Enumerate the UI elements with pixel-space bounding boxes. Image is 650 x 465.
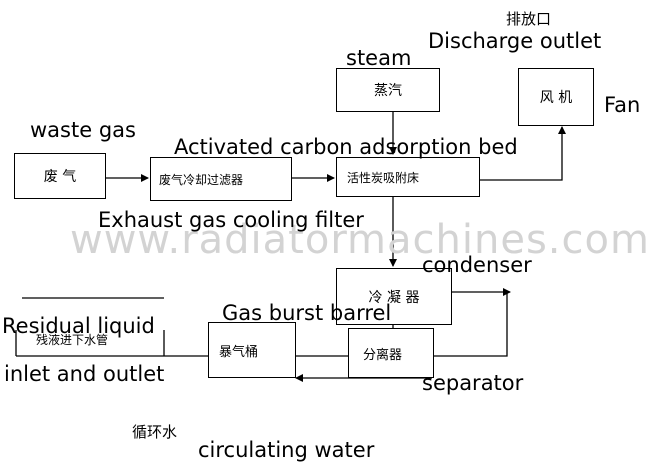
box-fan-text: 风 机	[539, 90, 573, 106]
box-gas-burst-barrel: 暴气桶	[208, 322, 296, 378]
label-cooling-filter-en: Exhaust gas cooling filter	[98, 208, 364, 232]
box-steam-text: 蒸汽	[374, 83, 402, 99]
label-discharge-cn: 排放口	[506, 10, 552, 28]
arrow-bed-to-fan	[480, 126, 566, 181]
label-residual-en-2: inlet and outlet	[4, 362, 165, 386]
box-separator: 分离器	[348, 328, 434, 378]
box-cooling-filter: 废气冷却过滤器	[150, 157, 292, 201]
label-circulating-en: circulating water	[198, 438, 375, 462]
label-separator-en: separator	[422, 371, 524, 395]
box-adsorption-bed-text: 活性炭吸附床	[347, 170, 420, 185]
label-gas-burst-en: Gas burst barrel	[222, 301, 392, 325]
box-steam: 蒸汽	[336, 68, 440, 112]
watermark: www.radiatormachines.com	[70, 217, 650, 263]
label-waste-gas-en: waste gas	[30, 118, 136, 142]
label-fan-en: Fan	[604, 93, 641, 117]
box-gas-burst-barrel-text: 暴气桶	[219, 344, 259, 360]
box-residual-liquid-text: 残液进下水管	[36, 333, 109, 347]
box-fan: 风 机	[518, 68, 594, 126]
box-separator-text: 分离器	[363, 347, 403, 363]
label-discharge-en: Discharge outlet	[428, 29, 602, 53]
circulating-loop	[16, 292, 508, 357]
box-cooling-filter-text: 废气冷却过滤器	[159, 172, 244, 187]
box-condenser-text: 冷 凝 器	[368, 289, 420, 306]
label-adsorption-en: Activated carbon adsorption bed	[174, 135, 518, 159]
box-waste-gas-text: 废 气	[43, 169, 77, 185]
label-steam-en: steam	[346, 46, 412, 70]
label-residual-en-1: Residual liquid	[2, 314, 155, 338]
box-adsorption-bed: 活性炭吸附床	[336, 157, 480, 197]
label-circulating-cn: 循环水	[132, 423, 178, 441]
label-condenser-en: condenser	[422, 253, 532, 277]
box-condenser: 冷 凝 器	[336, 268, 452, 325]
box-waste-gas: 废 气	[14, 153, 106, 199]
